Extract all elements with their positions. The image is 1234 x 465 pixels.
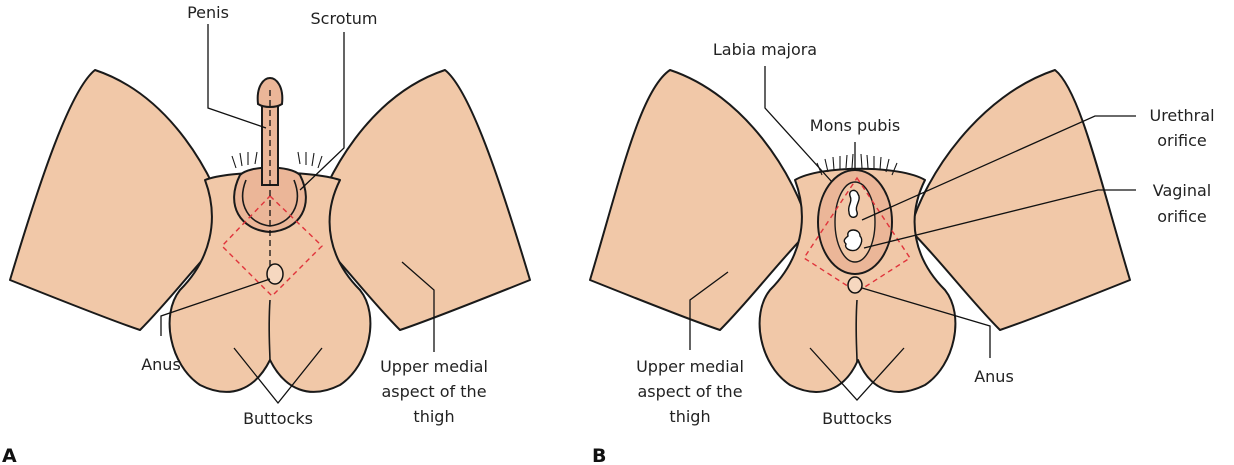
label-thigh-a-line3: thigh: [413, 407, 454, 426]
label-scrotum: Scrotum: [311, 9, 378, 28]
label-thigh-b-line2: aspect of the: [637, 382, 742, 401]
label-urethral-line1: Urethral: [1149, 106, 1214, 125]
label-buttocks-b: Buttocks: [822, 409, 892, 428]
label-buttocks-a: Buttocks: [243, 409, 313, 428]
label-penis: Penis: [187, 3, 229, 22]
label-anus-b: Anus: [974, 367, 1014, 386]
panel-a: Penis Scrotum Anus Buttocks Upper medial…: [2, 3, 530, 465]
leader-penis: [208, 24, 266, 128]
gluteal-cleft-b: [856, 300, 857, 362]
panel-b: Labia majora Mons pubis Urethral orifice…: [590, 40, 1215, 465]
label-thigh-b-line3: thigh: [669, 407, 710, 426]
panel-label-b: B: [592, 445, 606, 465]
label-mons-pubis: Mons pubis: [810, 116, 900, 135]
anus-b: [848, 277, 862, 293]
label-vaginal-line2: orifice: [1157, 207, 1207, 226]
label-thigh-a-line2: aspect of the: [381, 382, 486, 401]
label-anus-a: Anus: [141, 355, 181, 374]
label-urethral-line2: orifice: [1157, 131, 1207, 150]
gluteal-cleft-a: [269, 300, 270, 362]
urethral-orifice-b: [849, 190, 860, 217]
panel-label-a: A: [2, 445, 17, 465]
label-vaginal-line1: Vaginal: [1153, 181, 1212, 200]
label-labia-majora: Labia majora: [713, 40, 817, 59]
anus-a: [267, 264, 283, 284]
label-thigh-a-line1: Upper medial: [380, 357, 488, 376]
label-thigh-b-line1: Upper medial: [636, 357, 744, 376]
